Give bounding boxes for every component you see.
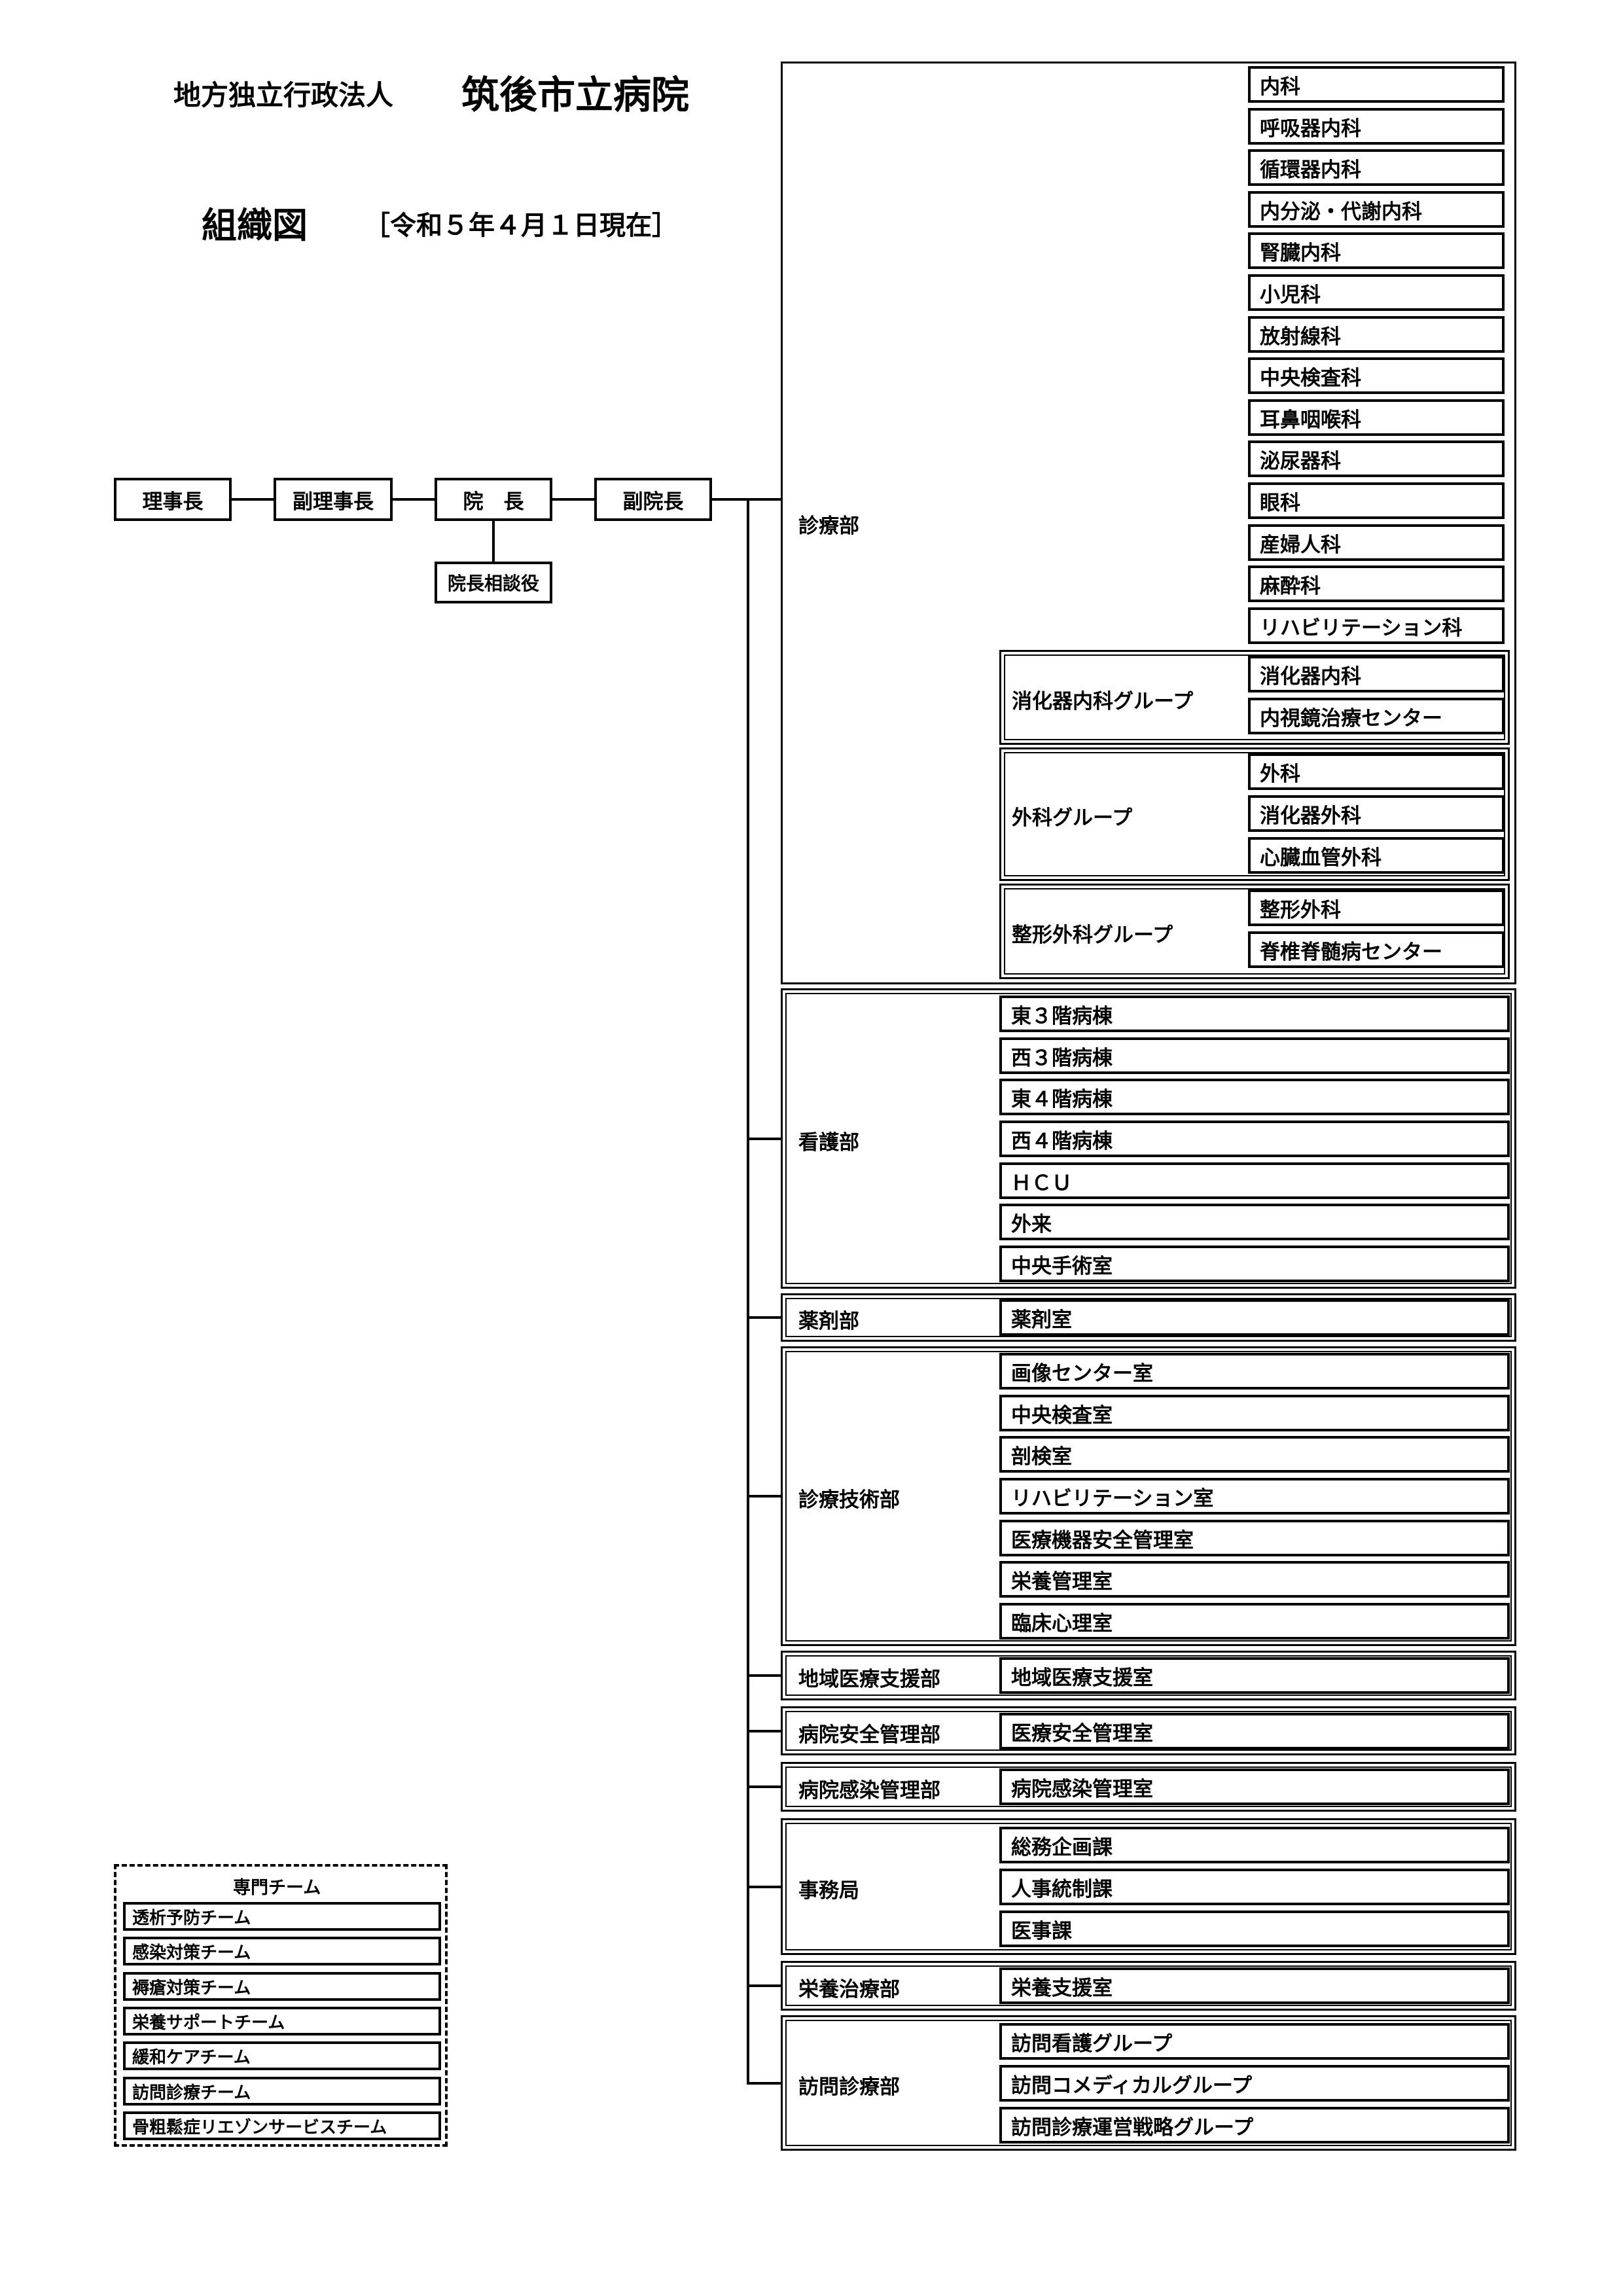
department-item-box: 東３階病棟 [999,996,1510,1032]
department-item-box: 訪問診療運営戦略グループ [999,2107,1510,2144]
department-label: 栄養治療部 [798,1978,900,2001]
chart-title: 組織図 [202,205,308,246]
medical-group-item-box: 整形外科 [1248,889,1505,926]
team-item-box: 感染対策チーム [123,1937,441,1965]
medical-specialty-box: 呼吸器内科 [1248,108,1505,145]
department-item-box: 地域医療支援室 [999,1657,1510,1694]
department-item-box: 薬剤室 [999,1299,1510,1336]
teams-title: 専門チーム [233,1878,321,1898]
department-label: 病院安全管理部 [798,1723,940,1747]
team-item-box: 骨粗鬆症リエゾンサービスチーム [123,2111,441,2140]
department-item-box: 病院感染管理室 [999,1768,1510,1805]
medical-specialty-box: 産婦人科 [1248,524,1505,561]
connector [747,1674,783,1677]
medical-specialty-box: 眼科 [1248,482,1505,519]
department-item-box: 画像センター室 [999,1353,1510,1390]
hospital-name: 筑後市立病院 [461,73,690,117]
connector [747,1495,783,1498]
department-label: 薬剤部 [798,1310,859,1333]
department-item-box: 中央手術室 [999,1246,1510,1282]
team-item-box: 訪問診療チーム [123,2077,441,2106]
department-item-box: 訪問看護グループ [999,2023,1510,2060]
connector [232,498,274,501]
department-label: 地域医療支援部 [798,1668,940,1691]
medical-group-item-box: 外科 [1248,753,1505,790]
department-item-box: ＨＣＵ [999,1162,1510,1199]
department-item-box: 医療安全管理室 [999,1713,1510,1749]
department-item-box: 臨床心理室 [999,1603,1510,1640]
director-advisor-box: 院長相談役 [435,562,552,603]
team-item-box: 栄養サポートチーム [123,2007,441,2036]
chairman-box: 理事長 [114,478,232,521]
department-label: 病院感染管理部 [798,1779,940,1803]
connector [492,521,495,562]
vice-director-box: 副院長 [594,478,712,521]
medical-specialty-box: 小児科 [1248,274,1505,311]
teams-frame [114,1864,448,2147]
medical-dept-label: 診療部 [798,514,859,538]
medical-group-item-box: 内視鏡治療センター [1248,698,1505,734]
department-item-box: リハビリテーション室 [999,1478,1510,1515]
medical-specialty-box: 中央検査科 [1248,357,1505,394]
department-label: 事務局 [798,1879,859,1903]
department-label: 訪問診療部 [798,2075,900,2099]
team-item-box: 緩和ケアチーム [123,2041,441,2070]
medical-group-item-box: 脊椎脊髄病センター [1248,931,1505,968]
main-trunk-line [747,499,749,2083]
connector [747,1785,783,1788]
medical-group-label: 整形外科グループ [1012,924,1173,947]
medical-group-frame [999,650,1510,745]
department-item-box: 西４階病棟 [999,1121,1510,1157]
medical-group-label: 消化器内科グループ [1012,690,1194,713]
connector [552,498,594,501]
department-item-box: 中央検査室 [999,1395,1510,1431]
department-item-box: 訪問コメディカルグループ [999,2065,1510,2102]
connector [747,498,783,501]
department-item-box: 人事統制課 [999,1869,1510,1905]
medical-group-frame [999,884,1510,979]
department-item-box: 西３階病棟 [999,1037,1510,1074]
department-item-box: 医事課 [999,1910,1510,1947]
date-note: ［令和５年４月１日現在］ [364,211,678,241]
connector [393,498,435,501]
department-label: 診療技術部 [798,1488,900,1512]
department-item-box: 栄養管理室 [999,1561,1510,1598]
medical-specialty-box: 循環器内科 [1248,149,1505,186]
medical-group-item-box: 消化器内科 [1248,656,1505,692]
medical-specialty-box: 腎臓内科 [1248,232,1505,269]
department-item-box: 剖検室 [999,1436,1510,1473]
medical-dept-frame [781,62,1516,984]
org-type-label: 地方独立行政法人 [173,79,394,111]
team-item-box: 透析予防チーム [123,1902,441,1931]
connector [747,1138,783,1140]
department-item-box: 外来 [999,1204,1510,1240]
medical-group-frame [999,747,1510,881]
medical-specialty-box: 放射線科 [1248,316,1505,353]
medical-group-label: 外科グループ [1012,806,1133,830]
team-item-box: 褥瘡対策チーム [123,1972,441,2001]
department-item-box: 東４階病棟 [999,1079,1510,1115]
vice-chairman-box: 副理事長 [274,478,393,521]
medical-specialty-box: リハビリテーション科 [1248,607,1505,644]
medical-specialty-box: 泌尿器科 [1248,440,1505,477]
connector [747,1984,783,1987]
medical-group-item-box: 心臓血管外科 [1248,837,1505,874]
connector [747,1886,783,1888]
connector [747,1730,783,1732]
department-item-box: 医療機器安全管理室 [999,1520,1510,1556]
department-item-box: 総務企画課 [999,1827,1510,1863]
medical-group-item-box: 消化器外科 [1248,795,1505,832]
medical-specialty-box: 内科 [1248,66,1505,103]
department-label: 看護部 [798,1131,859,1155]
medical-specialty-box: 内分泌・代謝内科 [1248,191,1505,228]
connector [747,2082,783,2085]
medical-specialty-box: 耳鼻咽喉科 [1248,399,1505,436]
department-item-box: 栄養支援室 [999,1967,1510,2004]
medical-specialty-box: 麻酔科 [1248,565,1505,602]
connector [747,1316,783,1319]
director-box: 院 長 [435,478,552,521]
